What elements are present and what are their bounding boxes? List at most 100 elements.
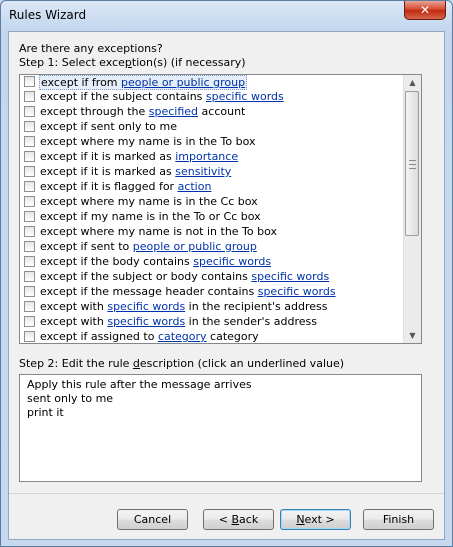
exception-label: except if from people or public group (39, 75, 248, 90)
step1-label-post: tion(s) (if necessary) (131, 56, 246, 69)
next-button-post: ext > (304, 513, 335, 526)
exception-value-link[interactable]: specific words (193, 255, 272, 268)
exception-label: except where my name is in the To box (39, 135, 257, 148)
exception-checkbox[interactable] (24, 196, 35, 207)
back-button-post: ack (239, 513, 259, 526)
exception-value-link[interactable]: specified (148, 105, 199, 118)
exception-checkbox[interactable] (24, 271, 35, 282)
exception-text: except if it is marked as (40, 165, 176, 178)
exception-value-link[interactable]: sensitivity (175, 165, 232, 178)
title-bar[interactable]: Rules Wizard ✕ (1, 1, 452, 31)
exception-text-after: account (198, 105, 246, 118)
exception-row[interactable]: except through the specified account (20, 105, 404, 120)
exception-checkbox[interactable] (24, 151, 35, 162)
exception-checkbox[interactable] (24, 166, 35, 177)
exception-value-link[interactable]: specific words (251, 270, 330, 283)
exception-text: except if it is marked as (40, 150, 176, 163)
exception-label: except if it is flagged for action (39, 180, 212, 193)
exception-label: except if sent to people or public group (39, 240, 258, 253)
exception-text: except if the subject or body contains (40, 270, 252, 283)
scroll-down-icon[interactable]: ▼ (409, 331, 416, 340)
exception-label: except where my name is not in the To bo… (39, 225, 278, 238)
exception-row[interactable]: except with specific words in the recipi… (20, 300, 404, 315)
exception-label: except if it is marked as importance (39, 150, 239, 163)
close-icon: ✕ (419, 3, 431, 17)
exception-row[interactable]: except if it is flagged for action (20, 180, 404, 195)
exception-checkbox[interactable] (24, 76, 35, 87)
exception-checkbox[interactable] (24, 256, 35, 267)
exception-checkbox[interactable] (24, 181, 35, 192)
cancel-button[interactable]: Cancel (117, 509, 188, 530)
exception-value-link[interactable]: people or public group (132, 240, 257, 253)
close-button[interactable]: ✕ (404, 1, 446, 20)
step1-label-accesskey: p (124, 56, 132, 69)
exception-text: except if it is flagged for (40, 180, 178, 193)
exception-checkbox[interactable] (24, 316, 35, 327)
exception-label: except if sent only to me (39, 120, 178, 133)
exceptions-scrollbar[interactable]: ▲ ▼ (403, 75, 421, 343)
exception-row[interactable]: except if assigned to category category (20, 330, 404, 343)
exception-checkbox[interactable] (24, 301, 35, 312)
next-button[interactable]: Next > (280, 509, 351, 530)
exception-value-link[interactable]: specific words (205, 90, 284, 103)
exception-row[interactable]: except if the body contains specific wor… (20, 255, 404, 270)
exception-row[interactable]: except where my name is in the To box (20, 135, 404, 150)
description-line: print it (27, 406, 64, 419)
exception-checkbox[interactable] (24, 286, 35, 297)
scroll-up-icon[interactable]: ▲ (409, 78, 416, 87)
exception-label: except where my name is in the Cc box (39, 195, 259, 208)
exception-value-link[interactable]: importance (175, 150, 239, 163)
footer-separator (9, 493, 444, 494)
exception-value-link[interactable]: specific words (107, 315, 186, 328)
exception-label: except if it is marked as sensitivity (39, 165, 232, 178)
exception-value-link[interactable]: specific words (107, 300, 186, 313)
exception-checkbox[interactable] (24, 211, 35, 222)
exception-text: except through the (40, 105, 149, 118)
exception-value-link[interactable]: people or public group (121, 76, 246, 89)
scroll-thumb[interactable] (405, 91, 419, 236)
exception-row[interactable]: except if the subject or body contains s… (20, 270, 404, 285)
exception-checkbox[interactable] (24, 91, 35, 102)
exception-row[interactable]: except where my name is not in the To bo… (20, 225, 404, 240)
exception-row[interactable]: except if it is marked as importance (20, 150, 404, 165)
exception-label: except if assigned to category category (39, 330, 260, 343)
exception-value-link[interactable]: category (157, 330, 207, 343)
exception-label: except if the subject contains specific … (39, 90, 285, 103)
rule-description-box[interactable]: Apply this rule after the message arrive… (19, 374, 422, 482)
exception-checkbox[interactable] (24, 106, 35, 117)
exception-row[interactable]: except with specific words in the sender… (20, 315, 404, 330)
exception-checkbox[interactable] (24, 226, 35, 237)
exception-text: except where my name is not in the To bo… (40, 225, 278, 238)
exception-label: except through the specified account (39, 105, 246, 118)
exception-row[interactable]: except if my name is in the To or Cc box (20, 210, 404, 225)
exception-value-link[interactable]: action (177, 180, 212, 193)
exception-checkbox[interactable] (24, 331, 35, 342)
exception-text: except where my name is in the To box (40, 135, 256, 148)
finish-button[interactable]: Finish (363, 509, 434, 530)
exception-row[interactable]: except if sent only to me (20, 120, 404, 135)
exception-checkbox[interactable] (24, 241, 35, 252)
exception-row[interactable]: except if the subject contains specific … (20, 90, 404, 105)
exception-value-link[interactable]: specific words (257, 285, 336, 298)
exception-row[interactable]: except if the message header contains sp… (20, 285, 404, 300)
exception-row[interactable]: except if from people or public group (20, 75, 404, 90)
exception-row[interactable]: except if it is marked as sensitivity (20, 165, 404, 180)
step2-label: Step 2: Edit the rule description (click… (19, 357, 344, 370)
exception-label: except if the body contains specific wor… (39, 255, 272, 268)
exceptions-prompt: Are there any exceptions? (19, 42, 163, 55)
exception-text: except if my name is in the To or Cc box (40, 210, 261, 223)
back-button[interactable]: < Back (203, 509, 274, 530)
exception-label: except with specific words in the recipi… (39, 300, 328, 313)
description-line: Apply this rule after the message arrive… (27, 378, 252, 391)
exception-row[interactable]: except where my name is in the Cc box (20, 195, 404, 210)
exception-checkbox[interactable] (24, 121, 35, 132)
exception-text: except with (40, 300, 108, 313)
exception-label: except if the message header contains sp… (39, 285, 337, 298)
exception-text: except if from (41, 76, 122, 89)
exception-row[interactable]: except if sent to people or public group (20, 240, 404, 255)
dialog-client-area: Are there any exceptions? Step 1: Select… (8, 31, 445, 540)
next-button-accesskey: N (296, 513, 305, 526)
exception-checkbox[interactable] (24, 136, 35, 147)
